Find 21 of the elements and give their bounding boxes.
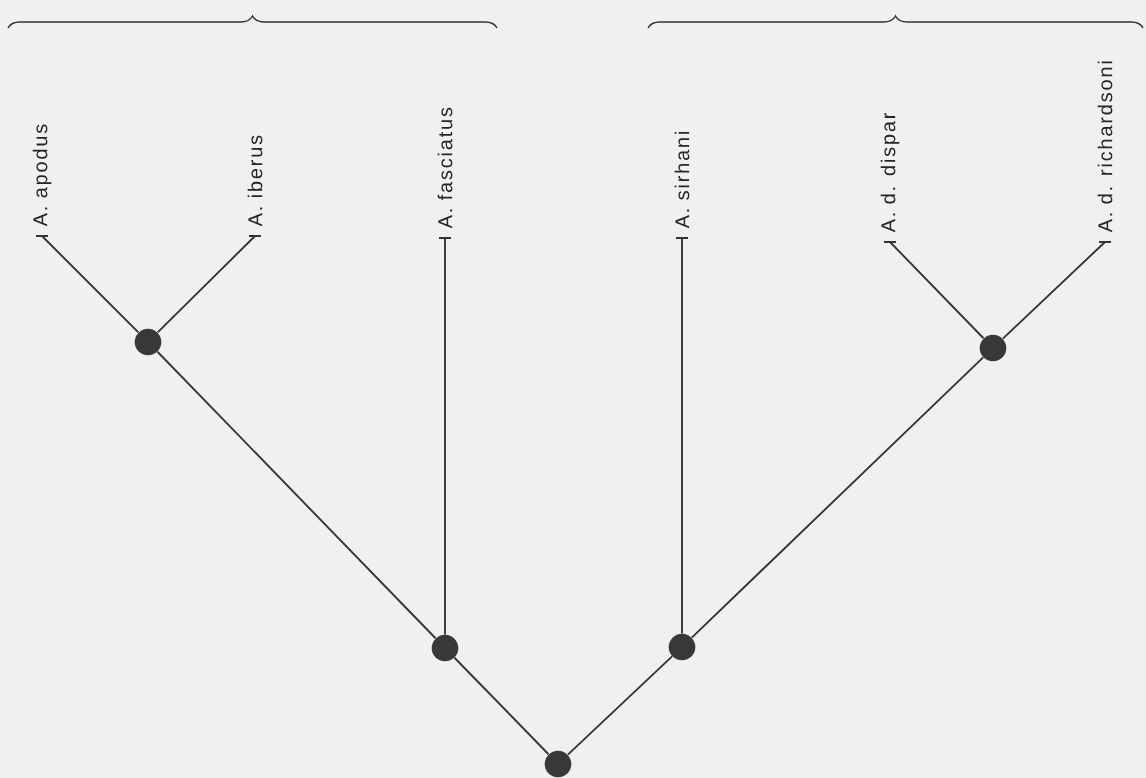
branch-line (453, 656, 550, 756)
branch-line (566, 655, 674, 756)
branch-line (883, 241, 985, 340)
branch-line (35, 235, 140, 334)
branch-line (1001, 241, 1112, 340)
branch-line (156, 350, 437, 640)
branch-line (156, 235, 262, 334)
species-label: A. fasciatus (437, 107, 453, 229)
species-label: A. d. dispar (880, 112, 900, 233)
branch-line (690, 356, 985, 639)
branch-node (134, 328, 162, 356)
branch-node (668, 633, 696, 661)
branch-line (675, 237, 689, 635)
species-label: A. d. richardsoni (1097, 61, 1113, 233)
species-label: A. iberus (247, 135, 263, 227)
branch-node (431, 634, 459, 662)
species-label: A. apodus (32, 124, 52, 227)
branch-line (438, 237, 452, 636)
branch-node (979, 334, 1007, 362)
species-label: A. sirhani (674, 132, 690, 229)
branch-node (544, 750, 572, 778)
